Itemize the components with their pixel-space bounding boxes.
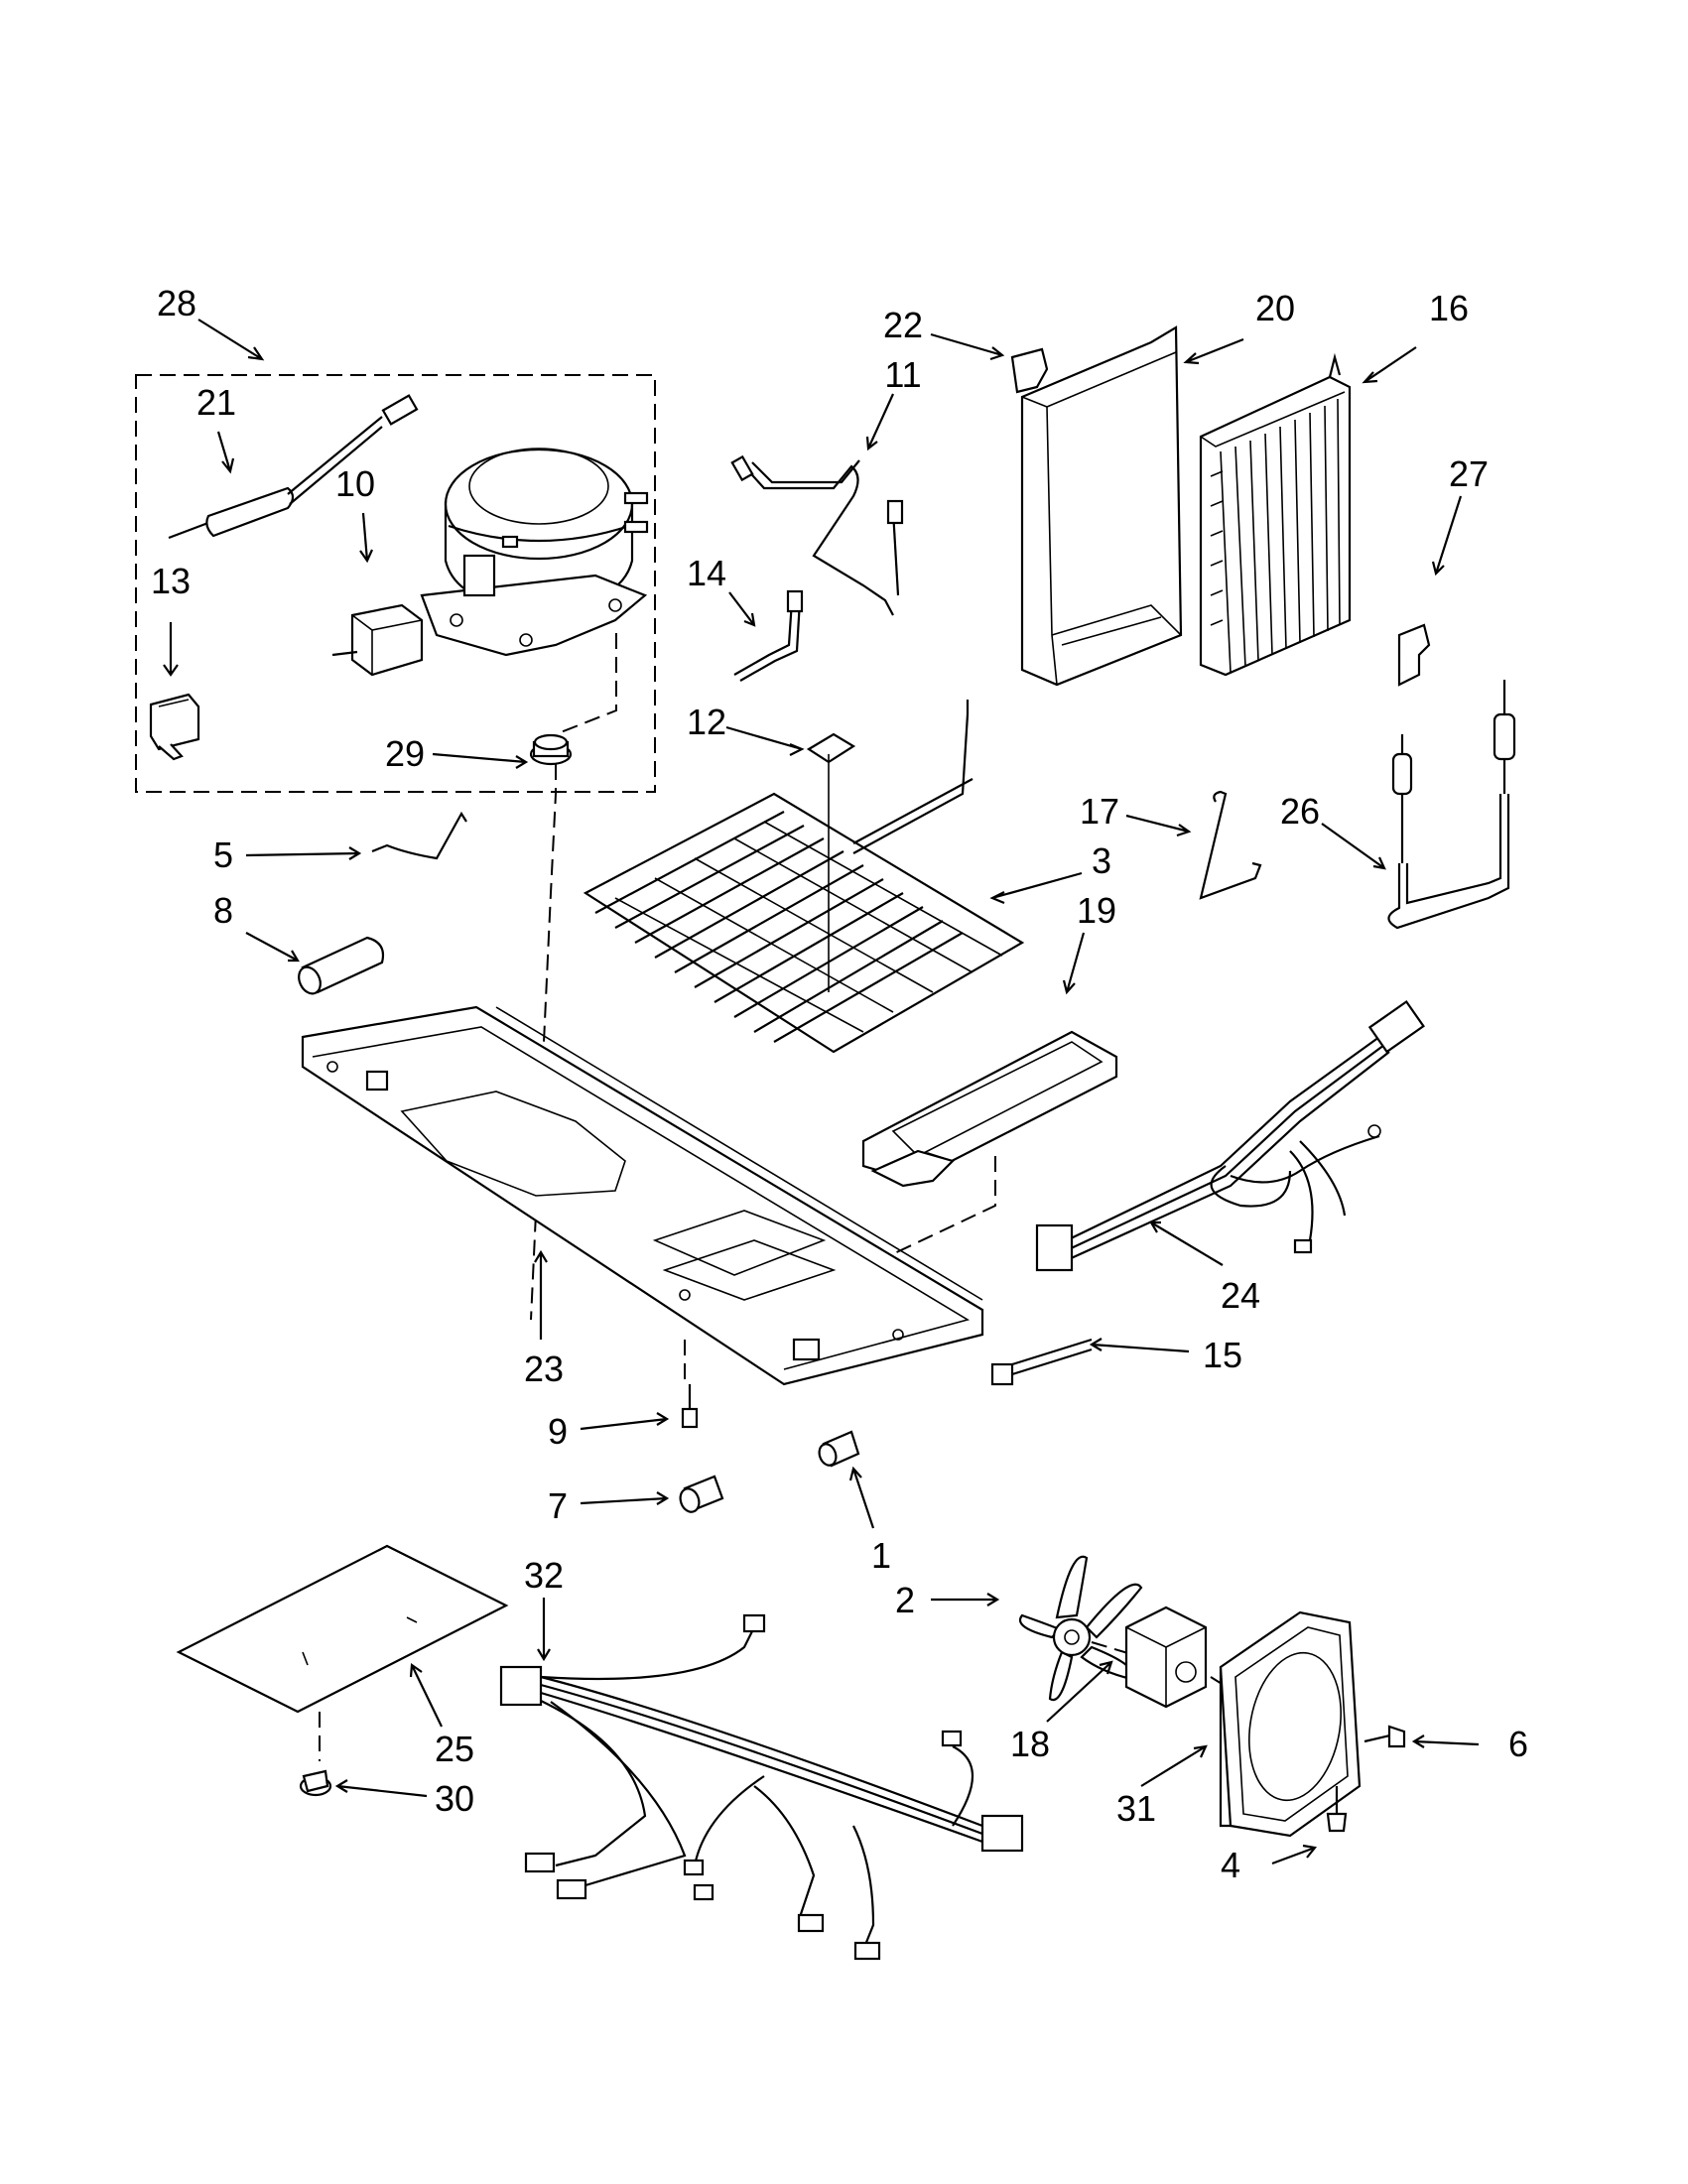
tubing-11-part (730, 454, 904, 616)
spacer-1-part (818, 1430, 860, 1468)
screw-9-part (681, 1384, 699, 1429)
callout-24: 24 (1221, 1275, 1260, 1316)
clip-wire-part (371, 811, 467, 860)
callout-32: 32 (524, 1555, 564, 1596)
callout-27: 27 (1449, 453, 1489, 494)
cable-tie-part (990, 1338, 1093, 1386)
callout-2: 2 (895, 1580, 915, 1620)
compressor-kit-group (135, 374, 656, 793)
bracket-27-part (1397, 623, 1431, 687)
callout-13: 13 (151, 561, 191, 601)
clip-30-part (299, 1769, 332, 1797)
clip-12-part (806, 732, 856, 764)
callout-17: 17 (1080, 791, 1119, 832)
spacer-7-part (679, 1475, 724, 1513)
tube-part (298, 936, 385, 995)
callout-20: 20 (1255, 288, 1295, 328)
grommet-part (529, 733, 573, 766)
callout-30: 30 (435, 1778, 474, 1819)
tubing-26-part (1387, 680, 1516, 930)
screw-4-part (1326, 1786, 1348, 1833)
callout-7: 7 (548, 1485, 568, 1526)
callout-19: 19 (1077, 890, 1116, 931)
callout-3: 3 (1092, 840, 1111, 881)
callout-5: 5 (213, 835, 233, 875)
callout-14: 14 (687, 553, 726, 593)
callout-16: 16 (1429, 288, 1469, 328)
evaporator-cover-part (1020, 325, 1183, 687)
tube-14-part (733, 589, 804, 682)
callout-11: 11 (884, 354, 921, 395)
callout-29: 29 (385, 733, 425, 774)
base-frame-part (301, 1005, 984, 1386)
wire-harness-24-part (1035, 999, 1425, 1272)
relay-part (331, 603, 424, 677)
callout-8: 8 (213, 890, 233, 931)
leader-lines (163, 319, 1480, 1865)
drain-pan-part (861, 1030, 1118, 1188)
callout-28: 28 (157, 283, 196, 323)
callout-15: 15 (1203, 1335, 1242, 1375)
callout-12: 12 (687, 702, 726, 742)
callout-22: 22 (883, 305, 923, 345)
insulation-sheet-part (176, 1544, 509, 1714)
callout-23: 23 (524, 1349, 564, 1389)
callout-4: 4 (1221, 1845, 1240, 1885)
evaporator-coil-part (1199, 352, 1352, 677)
callout-6: 6 (1508, 1724, 1528, 1764)
screw-6-part (1363, 1725, 1406, 1748)
compressor-part (420, 448, 649, 657)
fan-motor-part (1124, 1606, 1208, 1709)
fan-blade-part (1019, 1555, 1143, 1702)
callout-18: 18 (1010, 1724, 1050, 1764)
callout-31: 31 (1116, 1788, 1156, 1829)
callout-21: 21 (196, 382, 236, 423)
clip-wire-17-part (1199, 790, 1262, 900)
callout-10: 10 (335, 463, 375, 504)
capacitor-part (149, 693, 200, 761)
defrost-heater-part (583, 700, 1025, 1054)
wire-harness-32-part (499, 1613, 1024, 1961)
callout-9: 9 (548, 1411, 568, 1452)
callout-25: 25 (435, 1729, 474, 1769)
callout-1: 1 (871, 1535, 891, 1576)
callout-26: 26 (1280, 791, 1320, 832)
fan-shroud-part (1219, 1610, 1362, 1838)
clip-22-part (1010, 347, 1049, 394)
drier-part (168, 394, 419, 540)
